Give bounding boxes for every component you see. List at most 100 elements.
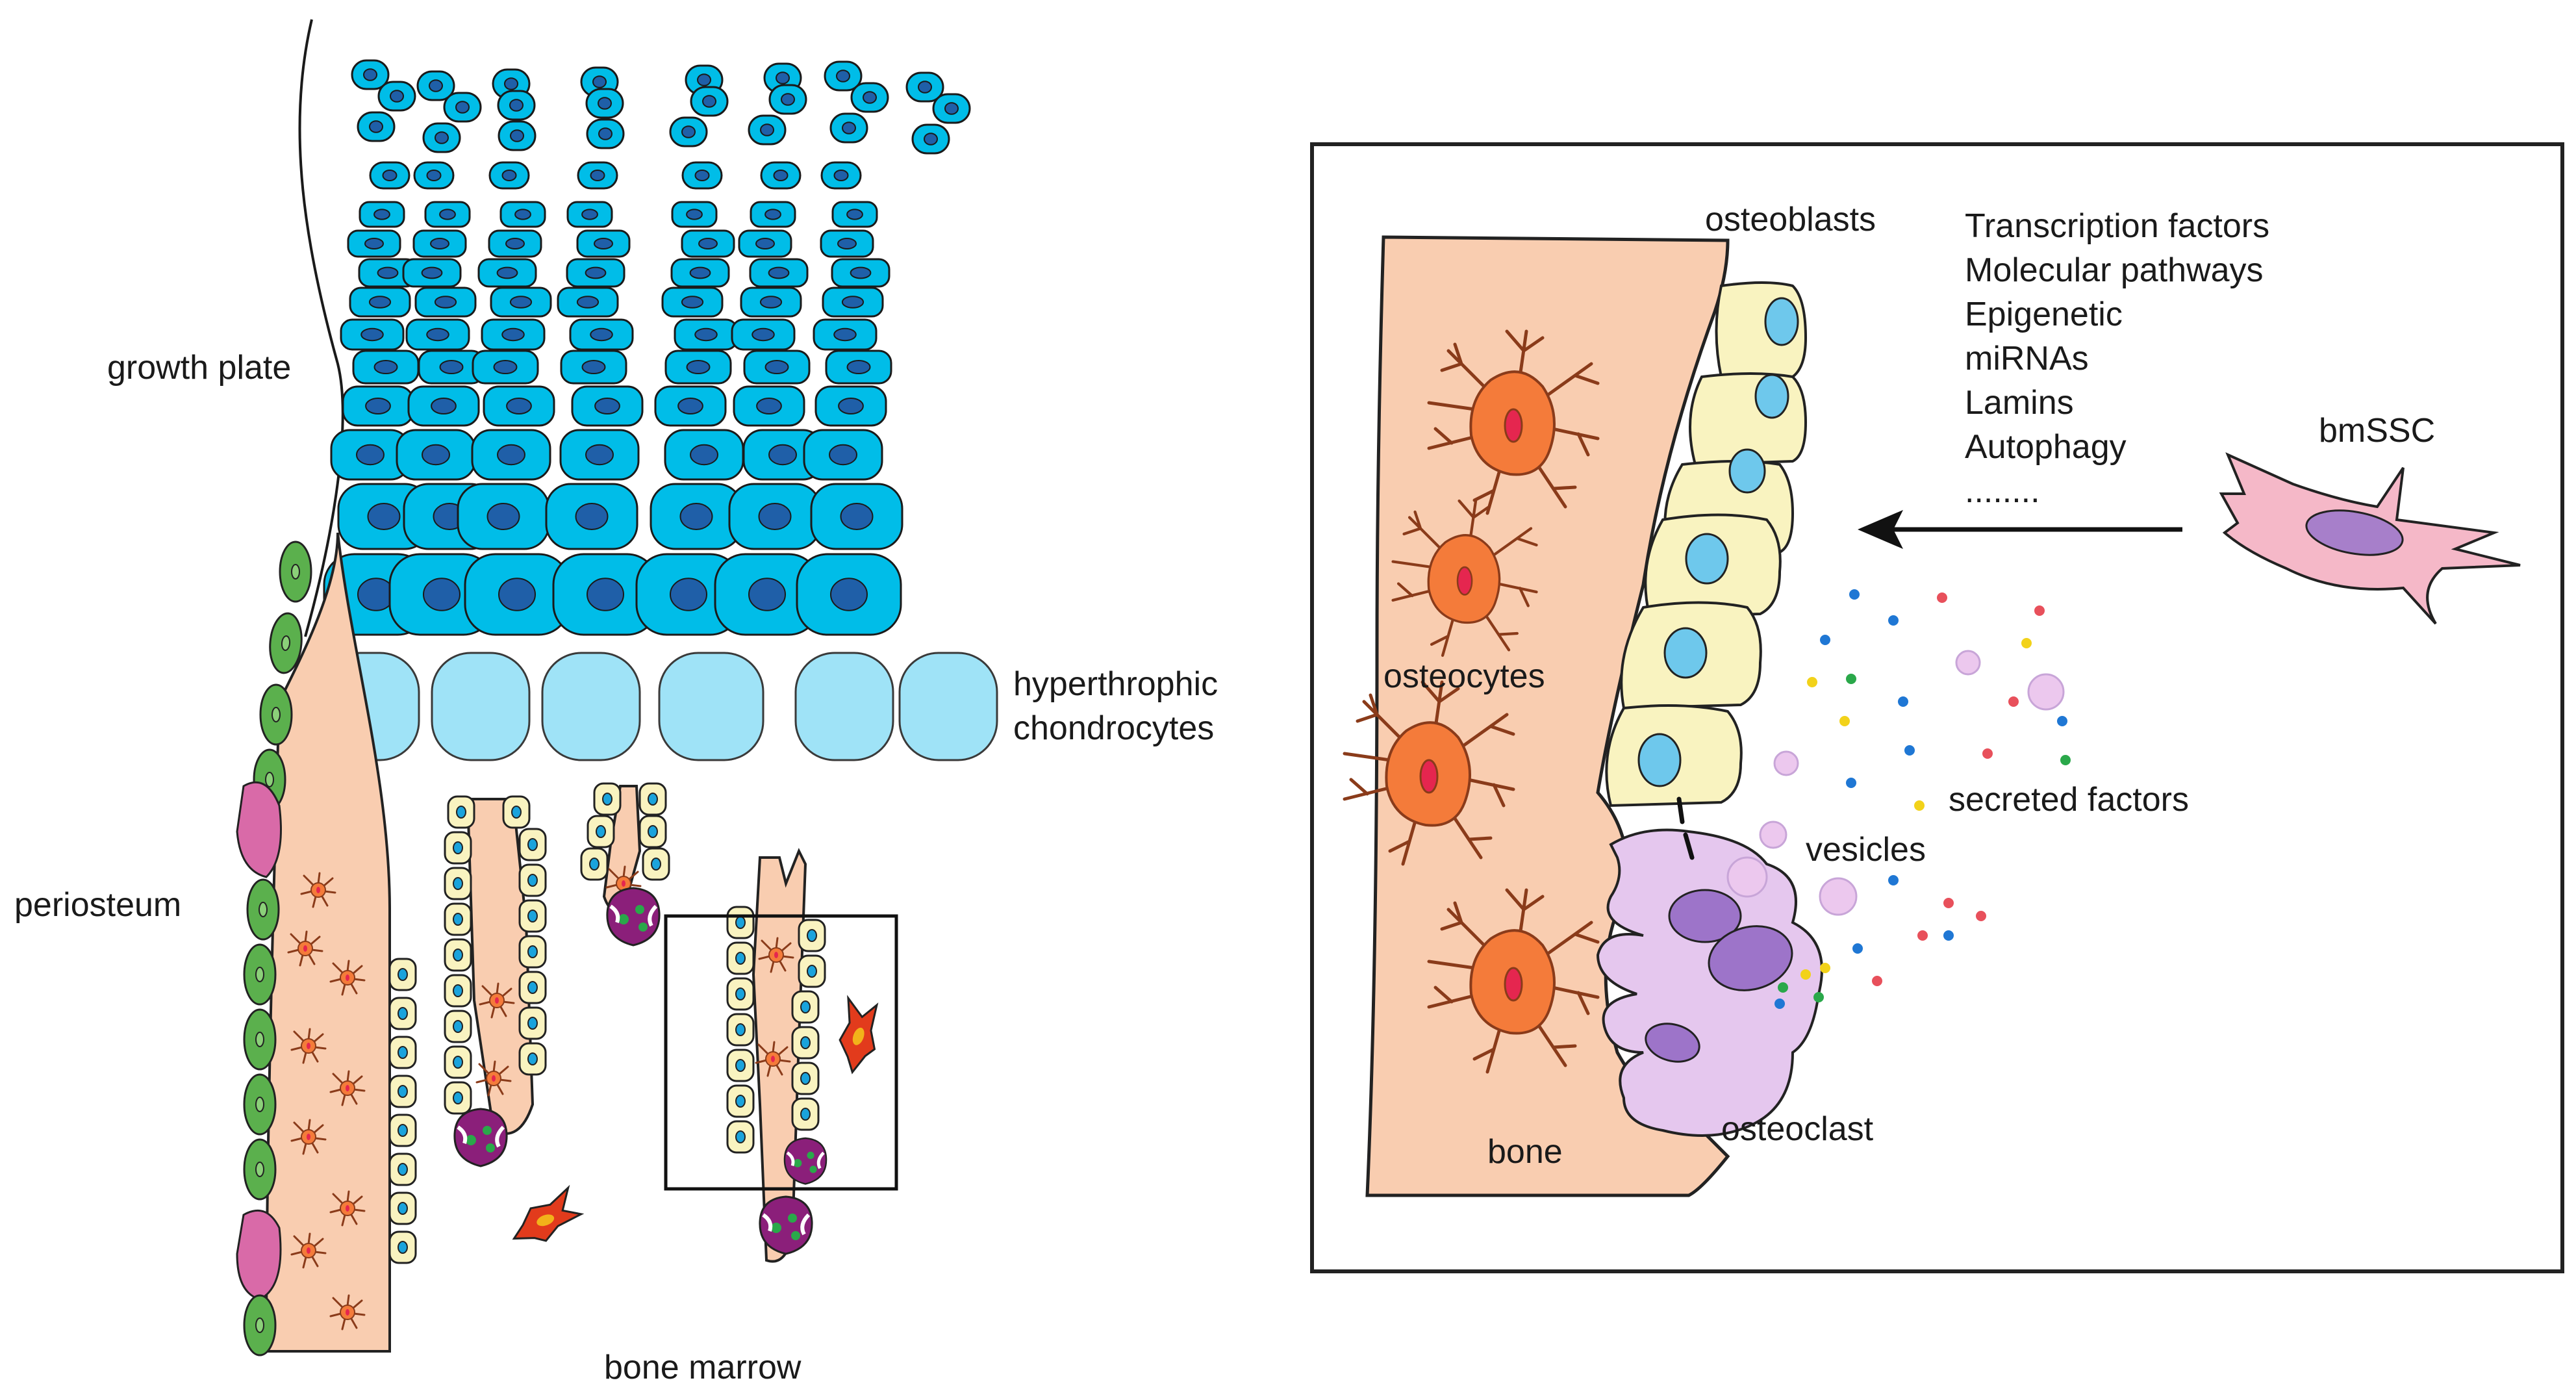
trabecula-2 — [580, 782, 670, 945]
bone-marrow-label: bone marrow — [604, 1349, 802, 1386]
factor-dot — [2057, 716, 2067, 726]
chondrocyte-nucleus — [455, 101, 470, 114]
chondrocyte-nucleus — [829, 444, 857, 466]
factor-dot — [1852, 943, 1863, 954]
hypertrophic-chondrocyte — [898, 652, 998, 761]
chondrocyte-nucleus — [863, 91, 877, 104]
chondrocyte-nucleus — [373, 209, 390, 220]
chondrocyte-nucleus — [773, 170, 789, 181]
cortical-osteoblasts — [388, 958, 417, 1264]
vesicles — [1726, 650, 2065, 916]
chondrocyte-nucleus — [367, 503, 401, 530]
chondrocyte-nucleus — [590, 170, 605, 181]
chondrocyte-nucleus — [702, 95, 716, 108]
chondrocyte-nucleus — [581, 209, 598, 220]
chondrocyte-nucleus — [768, 444, 797, 466]
chondrocyte-nucleus — [698, 238, 718, 249]
chondrocyte-nucleus — [842, 121, 856, 134]
chondrocyte-nucleus — [748, 578, 786, 611]
zoom-region-box — [664, 914, 898, 1191]
chondrocyte-nucleus — [592, 75, 607, 88]
factor-dot — [1976, 911, 1986, 921]
bone-matrix — [1365, 235, 1730, 1197]
chondrocyte-nucleus — [681, 296, 704, 309]
chondrocyte-nucleus — [598, 127, 612, 140]
factor-dot — [1982, 748, 1993, 759]
chondrocyte-nucleus — [837, 238, 857, 249]
hypertrophic-chondrocyte — [658, 652, 764, 761]
chondrocyte-nucleus — [679, 503, 713, 530]
chondrocyte-nucleus — [486, 503, 520, 530]
chondrocyte-nucleus — [498, 578, 536, 611]
factor-dot — [1800, 969, 1811, 980]
hypertrophic-chondrocytes — [320, 652, 998, 761]
chondrocyte-nucleus — [510, 129, 524, 142]
chondrocyte-nucleus — [439, 360, 464, 374]
periosteum-label: periosteum — [14, 886, 181, 924]
chondrocyte-nucleus — [356, 444, 385, 466]
factor-dot — [2021, 638, 2032, 648]
chondrocyte-nucleus — [764, 209, 781, 220]
factor-dot — [2060, 755, 2071, 765]
chondrocyte-nucleus — [768, 266, 790, 279]
chondrocyte-nucleus — [833, 327, 857, 342]
chondrocyte-nucleus — [364, 238, 384, 249]
chondrocyte-nucleus — [694, 170, 710, 181]
marrow-cell-2 — [503, 1186, 587, 1252]
osteoclast-label: osteoclast — [1721, 1110, 1874, 1148]
regulator-item: Molecular pathways — [1965, 251, 2264, 289]
growth-plate-label: growth plate — [107, 349, 291, 387]
chondrocyte-nucleus — [598, 97, 612, 110]
chondrocyte-nucleus — [368, 296, 392, 309]
factor-dot — [1898, 696, 1908, 707]
factor-dot — [1846, 778, 1856, 788]
bone-label: bone — [1487, 1133, 1563, 1171]
chondrocyte-nucleus — [776, 71, 790, 84]
chondrocyte-nucleus — [429, 79, 443, 92]
proliferating-chondrocytes — [323, 59, 971, 636]
bmssc-label: bmSSC — [2319, 412, 2435, 450]
regulators-list: Transcription factors Molecular pathways… — [1965, 207, 2269, 510]
chondrocyte-nucleus — [365, 398, 391, 414]
periosteum-cells — [236, 541, 312, 1356]
chondrocyte-nucleus — [363, 68, 377, 81]
chondrocyte-nucleus — [585, 266, 607, 279]
chondrocyte-nucleus — [758, 503, 792, 530]
factor-dot — [1943, 930, 1954, 941]
factor-dot — [1872, 976, 1882, 986]
chondrocyte-nucleus — [918, 81, 932, 94]
chondrocyte-nucleus — [836, 70, 850, 83]
chondrocyte-nucleus — [426, 327, 449, 342]
chondrocyte-nucleus — [360, 327, 384, 342]
chondrocyte-nucleus — [681, 125, 696, 138]
chondrocyte-nucleus — [434, 296, 457, 309]
chondrocyte-nucleus — [575, 503, 609, 530]
chondrocyte-nucleus — [764, 360, 789, 374]
factor-dot — [1904, 745, 1915, 756]
hypertrophic-chondrocyte — [431, 652, 531, 761]
chondrocyte-nucleus — [594, 238, 613, 249]
chondrocyte-nucleus — [439, 209, 456, 220]
hypertrophic-chondrocyte — [541, 652, 641, 761]
chondrocyte-nucleus — [504, 77, 518, 90]
factor-dot — [1839, 716, 1850, 726]
factor-dot — [1846, 674, 1856, 684]
chondrocyte-nucleus — [686, 209, 703, 220]
factor-dot — [2008, 696, 2019, 707]
chondrocyte-nucleus — [690, 444, 718, 466]
chondrocyte-nucleus — [377, 266, 399, 279]
regulator-item: Autophagy — [1965, 428, 2127, 466]
chondrocyte-nucleus — [594, 398, 620, 414]
chondrocyte-nucleus — [501, 170, 517, 181]
chondrocyte-nucleus — [435, 131, 449, 144]
regulator-item: miRNAs — [1965, 340, 2089, 377]
factor-dot — [1820, 635, 1830, 645]
chondrocyte-nucleus — [506, 398, 532, 414]
chondrocyte-nucleus — [421, 266, 443, 279]
factor-dot — [1888, 615, 1899, 626]
zoom-panel: osteoblasts osteocytes bone osteoclast v… — [1310, 142, 2564, 1273]
chondrocyte-nucleus — [505, 238, 525, 249]
chondrocyte-nucleus — [841, 296, 865, 309]
chondrocyte-nucleus — [830, 578, 868, 611]
